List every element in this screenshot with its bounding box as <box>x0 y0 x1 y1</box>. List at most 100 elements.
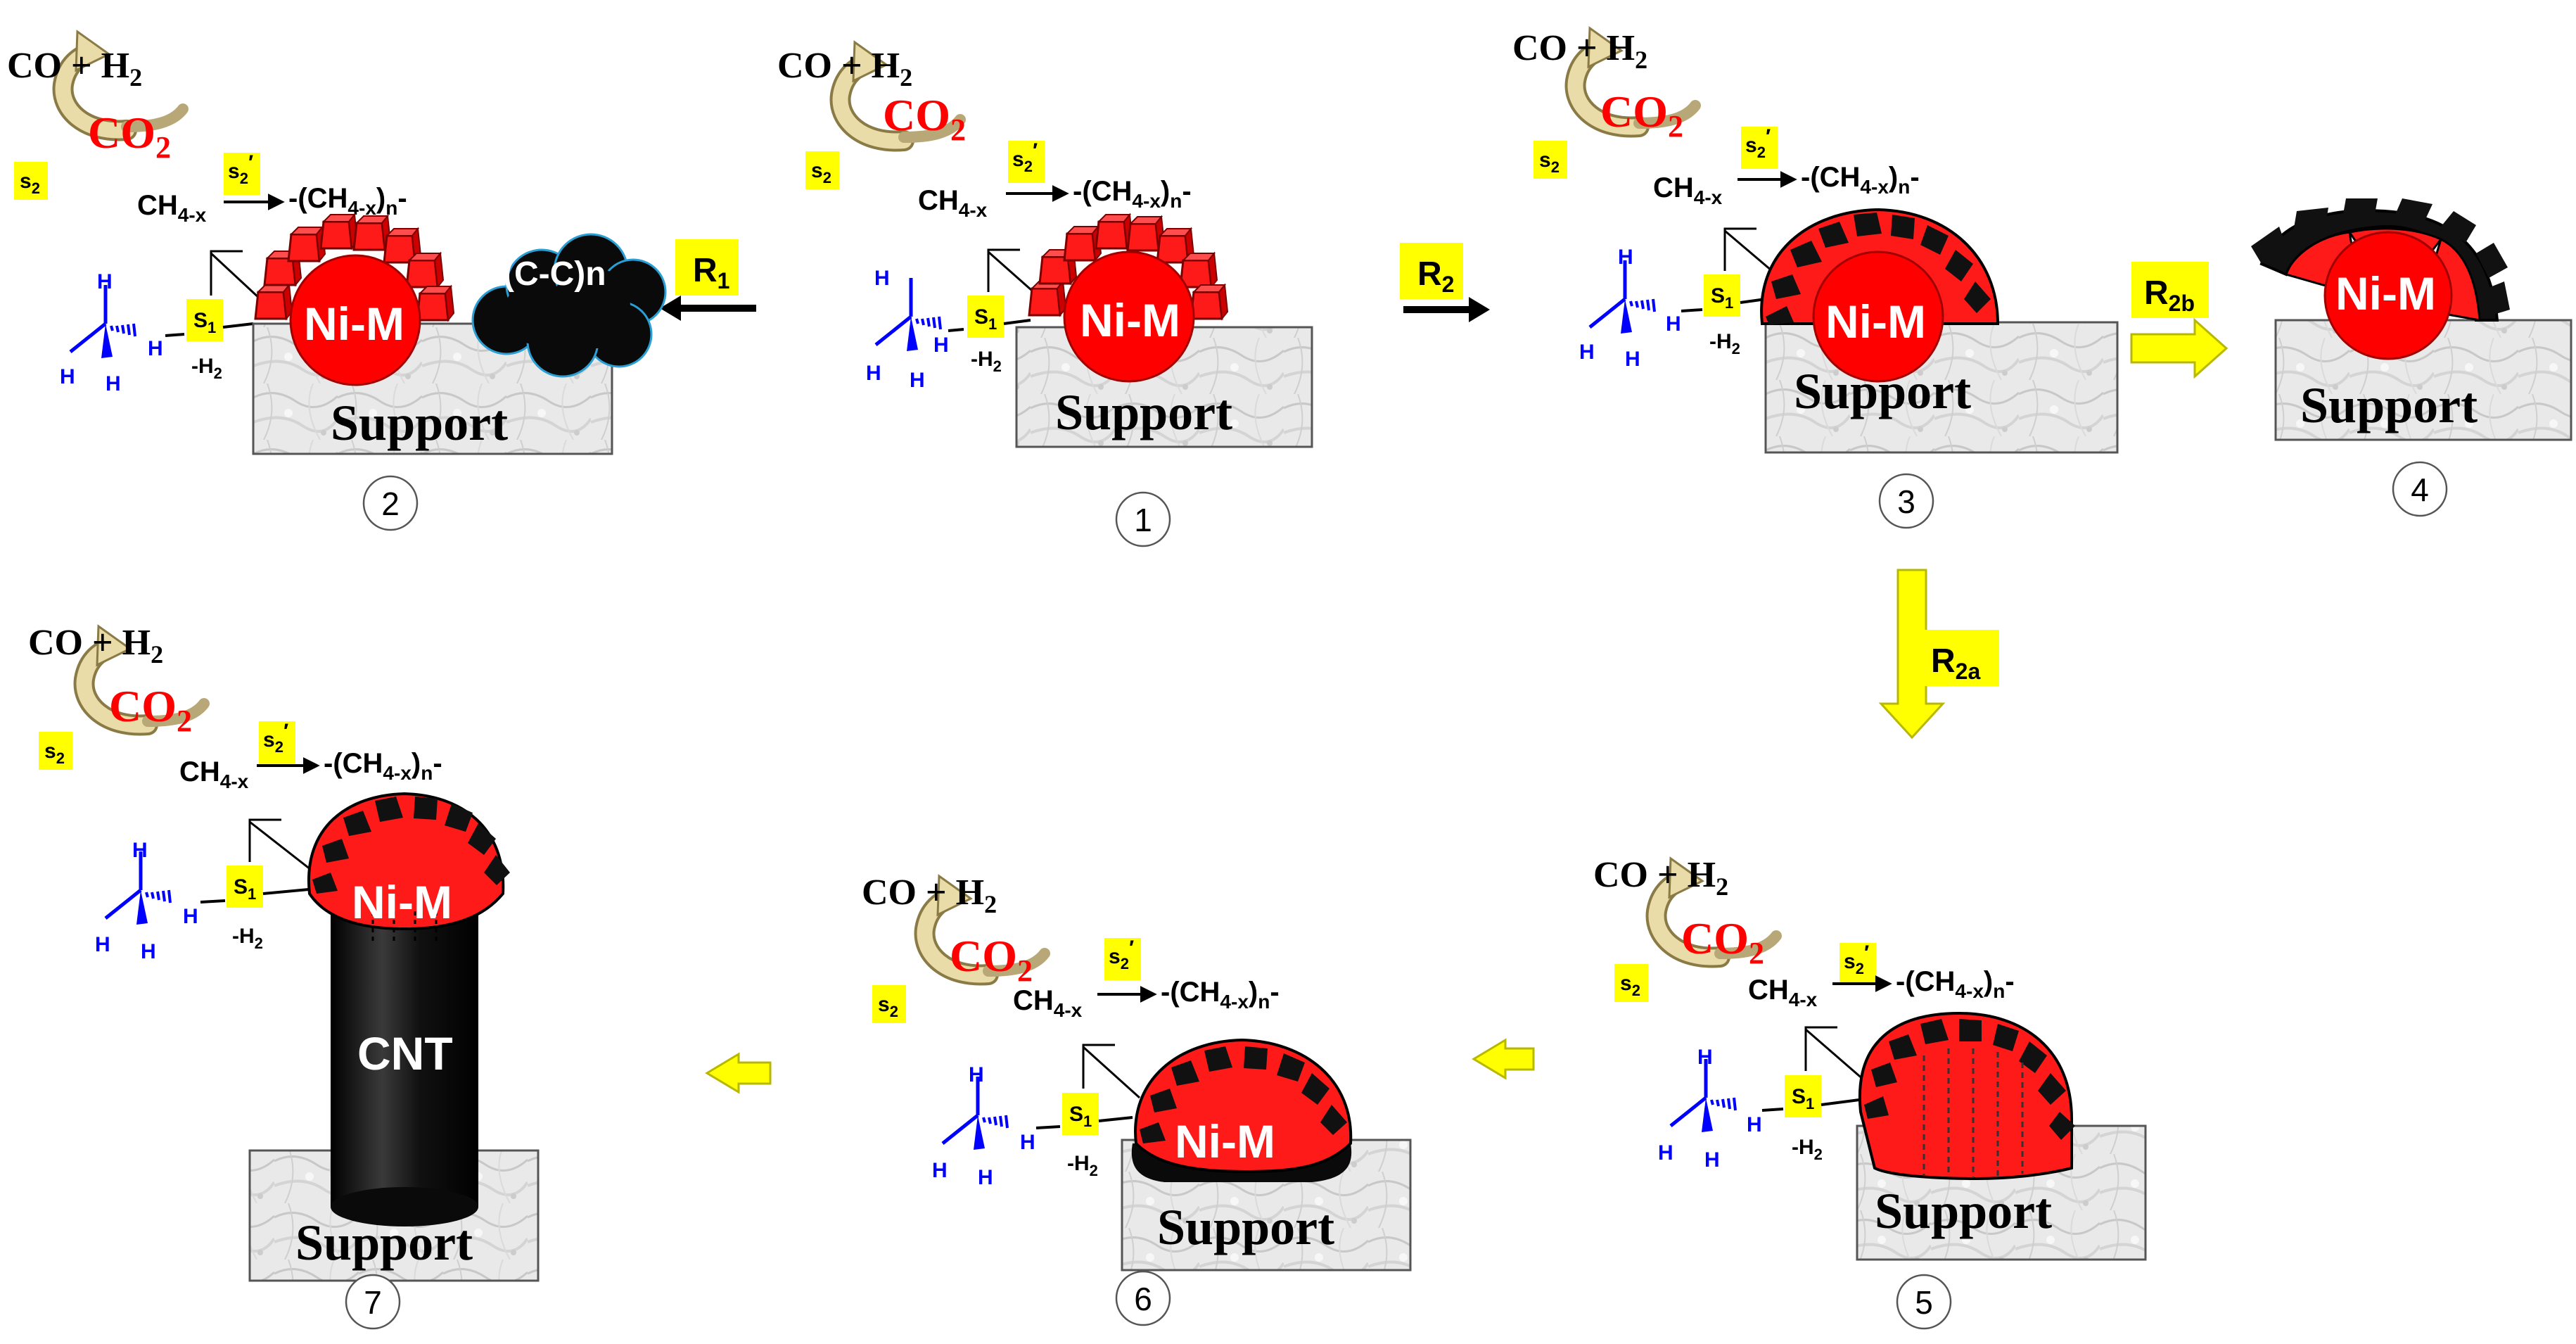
s2prime-site-box <box>259 721 295 763</box>
nim-particle <box>1812 251 1944 383</box>
carbon-nanotube <box>331 915 478 1226</box>
h-atom: H <box>106 372 121 395</box>
s1-site-label: S1 <box>1711 284 1733 312</box>
s2-site-label: s2 <box>878 993 898 1020</box>
h-atom: H <box>1020 1131 1035 1154</box>
polymer-label: -(CH4-x)n- <box>1161 977 1280 1013</box>
syngas-label: CO + H2 <box>862 873 997 918</box>
step-5-marker <box>1896 1274 1952 1330</box>
s2prime-site-label: s2′ <box>1109 937 1134 972</box>
s1-site-label: S1 <box>234 875 256 903</box>
support-label: Support <box>295 1215 473 1271</box>
h-atom: H <box>978 1166 993 1189</box>
h-atom: H <box>97 270 113 293</box>
syngas-label: CO + H2 <box>28 623 163 668</box>
r2a-label: R2a <box>1931 642 1980 684</box>
arrow-5-to-6 <box>1472 1038 1535 1080</box>
h-atom: H <box>60 365 75 388</box>
s1-site-box <box>227 866 263 908</box>
arrow-6-to-7 <box>705 1052 772 1094</box>
polymer-label: -(CH4-x)n- <box>324 748 442 784</box>
ch4x-label: CH4-x <box>179 756 249 792</box>
h-atom: H <box>866 362 881 385</box>
h-atom: H <box>910 369 925 392</box>
panel-2: CO + H2 CO2 s2 s2′ CH4-x -(CH4-x)n- H H … <box>7 32 667 531</box>
reaction-r2a: R2a <box>1878 569 1999 740</box>
s2-site-box <box>805 151 839 189</box>
co2-label: CO2 <box>88 108 171 165</box>
ch4x-label: CH4-x <box>918 185 988 221</box>
s2prime-site-box <box>1008 141 1045 183</box>
h2-label: -H2 <box>191 355 222 382</box>
s2prime-site-box <box>1839 943 1876 985</box>
nim-particle <box>1063 251 1195 383</box>
ch4x-label: CH4-x <box>1653 172 1723 208</box>
cnt-label: CNT <box>357 1027 453 1079</box>
h-atom: H <box>932 1159 948 1182</box>
nim-particle <box>289 254 421 386</box>
methane-molecule <box>1590 260 1654 334</box>
s2-site-box <box>1614 964 1648 1002</box>
step-1-number: 1 <box>1134 502 1152 538</box>
s2-site-label: s2 <box>44 740 65 767</box>
h-atom: H <box>1625 348 1640 371</box>
ch4x-label: CH4-x <box>1748 975 1818 1010</box>
step-5-number: 5 <box>1915 1284 1933 1321</box>
s2-site-label: s2 <box>811 159 831 186</box>
s1-site-box <box>1704 274 1740 317</box>
co2-label: CO2 <box>1600 87 1683 144</box>
polymer-label: -(CH4-x)n- <box>1896 966 2015 1002</box>
step-7-marker <box>345 1274 401 1330</box>
h2-label: -H2 <box>1792 1136 1823 1163</box>
polymer-label: -(CH4-x)n- <box>1073 176 1192 212</box>
r2b-label: R2b <box>2144 274 2195 316</box>
s1-site-box <box>967 296 1004 338</box>
s2prime-site-box <box>224 153 260 195</box>
nim-particle <box>2323 231 2453 360</box>
s2-site-box <box>14 162 48 200</box>
support-label: Support <box>1055 384 1232 440</box>
step-6-number: 6 <box>1134 1281 1152 1317</box>
panel-4: Support Ni-M 4 <box>2251 198 2572 517</box>
h-atom: H <box>1666 312 1681 336</box>
methane-molecule <box>1671 1059 1735 1132</box>
step-1-marker <box>1115 491 1171 547</box>
support-label: Support <box>331 395 508 451</box>
step-2-marker <box>362 475 419 531</box>
r1-arrow <box>660 296 681 321</box>
h-atom: H <box>1579 341 1595 364</box>
reaction-r2b: R2b <box>2130 262 2229 379</box>
h-atom: H <box>95 933 110 956</box>
s2prime-site-label: s2′ <box>1844 942 1869 977</box>
h-atom: H <box>1747 1113 1762 1136</box>
s2prime-site-label: s2′ <box>228 151 253 187</box>
step-7-number: 7 <box>364 1284 382 1321</box>
support-label: Support <box>1157 1199 1334 1255</box>
h-atom: H <box>148 337 163 360</box>
h-atom: H <box>183 905 198 928</box>
h2-label: -H2 <box>232 925 263 952</box>
step-4-marker <box>2392 461 2448 517</box>
syngas-label: CO + H2 <box>777 46 912 91</box>
step-3-number: 3 <box>1897 483 1915 520</box>
r2a-arrow <box>1878 569 1946 740</box>
step-2-number: 2 <box>381 486 400 522</box>
ch4x-label: CH4-x <box>137 190 207 226</box>
h-atom: H <box>132 839 148 862</box>
r2-box <box>1400 243 1463 299</box>
r2b-arrow <box>2130 317 2229 379</box>
support-label: Support <box>1875 1183 2052 1239</box>
s1-site-label: S1 <box>193 309 216 336</box>
amorphous-carbon-cluster <box>471 233 667 378</box>
step-6-marker <box>1115 1270 1171 1326</box>
panel-1: CO + H2 CO2 s2 s2′ CH4-x -(CH4-x)n- H H … <box>777 42 1313 547</box>
s2prime-site-label: s2′ <box>1012 139 1038 175</box>
s1-site-box <box>1785 1075 1821 1117</box>
s1-site-label: S1 <box>1792 1085 1814 1112</box>
panel-6: CO + H2 CO2 s2 s2′ CH4-x -(CH4-x)n- H H … <box>862 873 1412 1326</box>
syngas-label: CO + H2 <box>1593 855 1728 901</box>
nim-label: Ni-M <box>304 298 404 350</box>
s1-site-box <box>186 299 223 341</box>
nim-label: Ni-M <box>2335 267 2436 319</box>
